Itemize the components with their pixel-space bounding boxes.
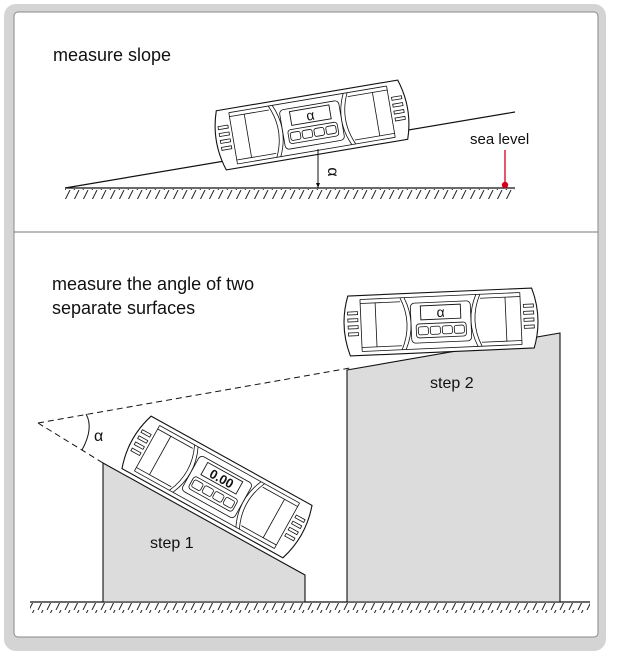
sea-level-label: sea level bbox=[470, 131, 529, 148]
angle-meter-device-step2: α bbox=[342, 287, 540, 357]
bottom-title-line2: separate surfaces bbox=[52, 298, 195, 318]
bottom-title-line1: measure the angle of two bbox=[52, 274, 254, 294]
step1-label: step 1 bbox=[150, 535, 194, 552]
step2-label: step 2 bbox=[430, 375, 474, 392]
dashed-extension-lower bbox=[37, 422, 104, 464]
angle-arc bbox=[81, 413, 90, 451]
device-display-text: α bbox=[305, 107, 316, 124]
angle-meter-device-step1: 0.00 bbox=[117, 413, 317, 561]
sea-level-marker-dot bbox=[501, 181, 509, 189]
device-display-text: α bbox=[436, 304, 445, 320]
bottom-angle-label: α bbox=[94, 428, 103, 445]
ground-hatch-bottom bbox=[30, 603, 590, 613]
top-title: measure slope bbox=[53, 45, 171, 65]
ground-hatch-top bbox=[65, 189, 515, 199]
step2-block bbox=[346, 332, 561, 603]
dashed-extension-upper bbox=[37, 367, 351, 424]
arrow-head-icon bbox=[316, 183, 320, 188]
angle-meter-device-top: α bbox=[210, 78, 414, 172]
step1-block bbox=[102, 462, 306, 603]
top-angle-label: α bbox=[324, 167, 341, 176]
